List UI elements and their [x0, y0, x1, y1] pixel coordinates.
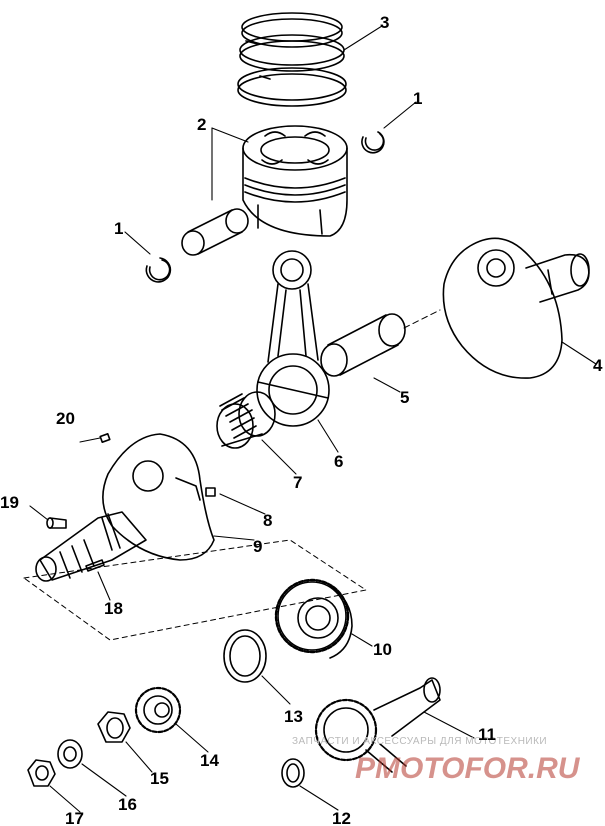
needle-bearing-part [216, 391, 276, 449]
washer-12-part [281, 758, 305, 788]
callout-6: 6 [334, 452, 343, 471]
washer-13-part [223, 629, 267, 683]
connecting-rod-part [256, 250, 330, 427]
callout-18: 18 [104, 599, 123, 618]
watermark: ЗАПЧАСТИ И АКСЕССУАРЫ ДЛЯ МОТОТЕХНИКИ PM… [292, 736, 581, 785]
callout-2: 2 [197, 115, 206, 134]
piston-rings-part [237, 12, 347, 107]
callout-12: 12 [332, 809, 351, 826]
watermark-tagline: ЗАПЧАСТИ И АКСЕССУАРЫ ДЛЯ МОТОТЕХНИКИ [292, 736, 547, 747]
callout-labels: 1 1 2 3 4 5 6 7 8 9 10 11 12 13 14 15 16… [0, 13, 603, 826]
gear-10-part [274, 578, 353, 659]
callout-1-lower: 1 [114, 219, 123, 238]
balancer-shaft-11-part [314, 677, 441, 773]
leader-lines [29, 25, 597, 813]
callout-9: 9 [253, 537, 262, 556]
nut-15-part [97, 711, 131, 743]
callout-16: 16 [118, 795, 137, 814]
callout-13: 13 [284, 707, 303, 726]
sprocket-14-part [134, 686, 182, 734]
crank-half-left-part [35, 433, 215, 582]
piston-pin-part [181, 208, 249, 256]
callout-20: 20 [56, 409, 75, 428]
callout-7: 7 [293, 473, 302, 492]
callout-14: 14 [200, 751, 219, 770]
callout-4: 4 [593, 356, 603, 375]
callout-1-upper: 1 [413, 89, 422, 108]
callout-11: 11 [478, 725, 496, 744]
callout-10: 10 [373, 640, 392, 659]
circlip-part-lower [145, 257, 172, 283]
circlip-part [361, 131, 385, 154]
woodruff-key-part [205, 487, 216, 497]
callout-19: 19 [0, 493, 19, 512]
callout-8: 8 [263, 511, 272, 530]
callout-3: 3 [380, 13, 389, 32]
nut-17-part [27, 759, 56, 787]
dowel-pin-part [99, 433, 111, 443]
callout-5: 5 [400, 388, 409, 407]
pin-19-part [46, 517, 67, 529]
callout-17: 17 [65, 809, 84, 826]
piston-part [242, 125, 348, 237]
washer-16-part [57, 739, 83, 769]
watermark-brand: PMOTOFOR.RU [355, 752, 581, 785]
assembly-outline [23, 539, 367, 641]
crank-pin-part [320, 309, 441, 377]
crank-half-right-part [442, 237, 590, 379]
callout-15: 15 [150, 769, 169, 788]
